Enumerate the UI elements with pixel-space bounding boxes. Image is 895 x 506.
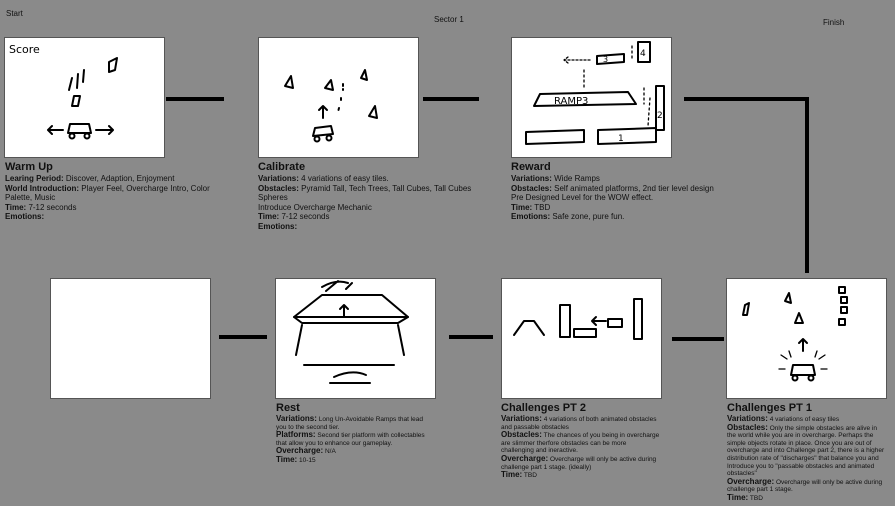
connector-warmup-calibrate [166,97,224,101]
reward-row: Obstacles: Self animated platforms, 2nd … [511,183,714,193]
warm-up-row: Learing Period: Discover, Adaption, Enjo… [5,174,175,183]
connector-challenges1-challenges2 [672,337,724,341]
calibrate-row: Variations: 4 variations of easy tiles. [258,174,389,183]
warm-up-row: Time: 7-12 seconds [5,202,77,212]
challenges-pt1-description: Challenges PT 1 Variations: 4 variations… [727,402,887,503]
rest-row: Platforms: Second tier platform with col… [276,430,425,447]
rest-sketch [275,278,436,399]
challenges-pt2-row: Overcharge: Overcharge will only be acti… [501,453,657,471]
start-label: Start [6,9,23,18]
warm-up-row: World Introduction: Player Feel, Overcha… [5,183,210,203]
connector-challenges2-rest [449,335,493,339]
warm-up-description: Warm Up Learing Period: Discover, Adapti… [5,161,230,222]
reward-row: Time: TBD [511,202,551,212]
calibrate-row: Introduce Overcharge Mechanic [258,202,372,212]
challenges-pt2-row: Variations: 4 variations of both animate… [501,414,657,431]
challenges-pt1-title: Challenges PT 1 [727,402,812,414]
connector-reward-finish [684,97,809,101]
rest-title: Rest [276,402,300,414]
connector-calibrate-reward [423,97,479,101]
challenges-pt1-row: Variations: 4 variations of easy tiles [727,414,840,424]
challenges-pt2-description: Challenges PT 2 Variations: 4 variations… [501,402,661,480]
reward-sketch-label: 1 [618,134,624,144]
score-sketch-text: Score [9,43,40,56]
reward-sketch-label: 4 [640,49,646,59]
challenges-pt2-row: Obstacles: The chances of you being in o… [501,430,660,455]
connector-finish-down [805,97,809,273]
challenges-pt2-sketch [501,278,662,399]
calibrate-description: Calibrate Variations: 4 variations of ea… [258,161,498,231]
connector-rest-blank [219,335,267,339]
reward-row: Emotions: Safe zone, pure fun. [511,212,625,221]
calibrate-row: Emotions: [258,221,298,231]
calibrate-title: Calibrate [258,161,306,173]
challenges-pt1-sketch [726,278,887,399]
reward-sketch: 3 4 RAMP3 2 1 [511,37,672,158]
rest-row: Time: 10-15 [276,454,316,464]
challenges-pt2-row: Time: TBD [501,470,537,480]
challenges-pt2-title: Challenges PT 2 [501,402,586,414]
rest-row: Overcharge: N/A [276,446,336,456]
reward-description: Reward Variations: Wide Ramps Obstacles:… [511,161,751,222]
reward-title: Reward [511,161,551,173]
blank-sketch [50,278,211,399]
warm-up-row: Emotions: [5,212,45,221]
rest-row: Variations: Long Un-Avoidable Ramps that… [276,414,424,431]
challenges-pt1-row: Time: TBD [727,492,763,502]
reward-row: Variations: Wide Ramps [511,174,600,183]
reward-sketch-label: 2 [657,111,663,121]
sector-label: Sector 1 [434,15,464,24]
reward-sketch-label: RAMP3 [554,96,588,107]
warm-up-title: Warm Up [5,161,53,173]
warm-up-sketch: Score [4,37,165,158]
rest-description: Rest Variations: Long Un-Avoidable Ramps… [276,402,434,465]
finish-label: Finish [823,18,845,27]
reward-sketch-label: 3 [603,55,608,64]
reward-row: Pre Designed Level for the WOW effect. [511,193,654,202]
challenges-pt1-row: Obstacles: Only the simple obstacles are… [727,422,885,478]
calibrate-row: Time: 7-12 seconds [258,212,330,221]
calibrate-sketch [258,37,419,158]
challenges-pt1-row: Overcharge: Overcharge will only be acti… [727,476,883,494]
calibrate-row: Obstacles: Pyramid Tall, Tech Trees, Tal… [258,183,472,203]
